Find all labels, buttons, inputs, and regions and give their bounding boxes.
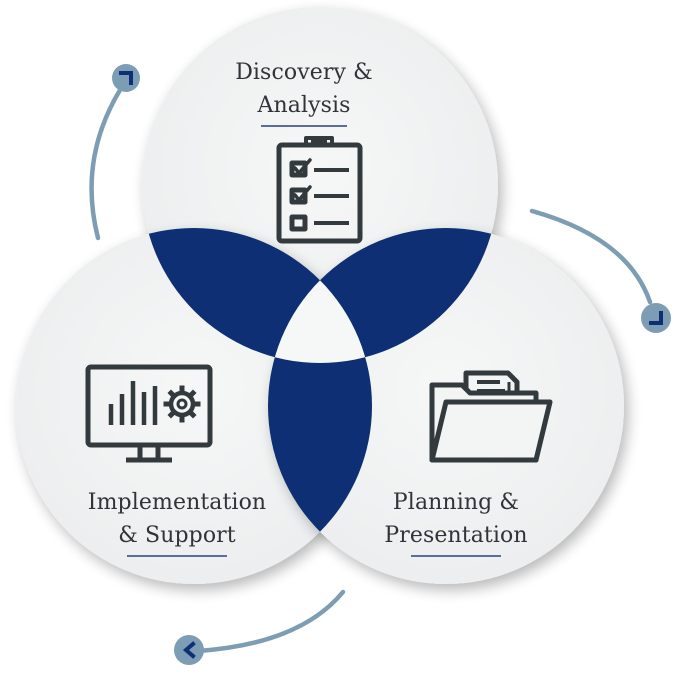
- arrow-badge-top-left: [112, 64, 140, 92]
- arrow-badge-right: [641, 303, 671, 333]
- discovery-line2: Analysis: [257, 93, 351, 118]
- folder-documents-icon: [429, 370, 553, 463]
- discovery-underline: [261, 125, 347, 127]
- monitor-chart-gear-icon: [85, 364, 213, 463]
- implementation-line1: Implementation: [87, 490, 267, 515]
- cycle-arrows: [89, 87, 653, 654]
- discovery-line1: Discovery &: [235, 60, 373, 85]
- discovery-analysis-label: Discovery & Analysis: [208, 56, 400, 127]
- chevron-down-icon: [649, 311, 663, 325]
- chevron-right-icon: [119, 71, 133, 85]
- planning-line1: Planning &: [392, 490, 520, 515]
- implementation-support-label: Implementation & Support: [70, 486, 284, 557]
- planning-presentation-label: Planning & Presentation: [356, 486, 556, 557]
- lens-discovery-planning: [268, 228, 498, 363]
- lens-discovery-implementation: [142, 228, 372, 363]
- arrow-badge-bottom-left: [174, 635, 204, 665]
- planning-underline: [411, 555, 501, 557]
- implementation-underline: [127, 555, 227, 557]
- implementation-line2: & Support: [118, 523, 236, 548]
- chevron-left-icon: [182, 641, 196, 659]
- arc-right: [529, 208, 653, 305]
- arc-top-left: [89, 87, 123, 241]
- arc-bottom: [195, 589, 346, 654]
- planning-line2: Presentation: [384, 523, 528, 548]
- clipboard-checklist-icon: [276, 136, 363, 244]
